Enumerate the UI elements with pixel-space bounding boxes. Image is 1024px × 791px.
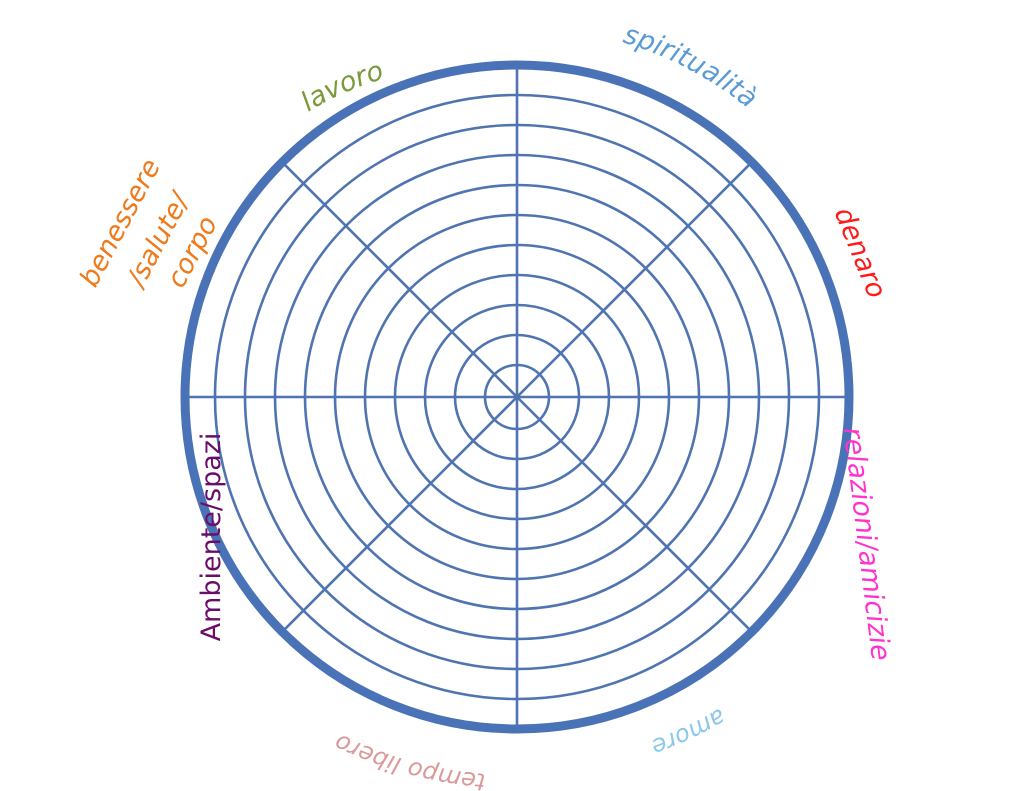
label-amore: amore <box>648 703 731 762</box>
label-lavoro-text: lavoro <box>296 55 387 118</box>
label-lavoro: lavoro <box>296 55 387 118</box>
outer-ring <box>180 60 854 734</box>
label-relazioni-amicizie: relazioni/amicizie <box>837 426 896 663</box>
label-amore-text: amore <box>648 703 731 762</box>
radial-spokes <box>185 65 849 729</box>
label-tempo-libero-text: tempo libero <box>330 728 487 791</box>
label-spiritualita: spiritualità <box>620 19 763 114</box>
spoke-8 <box>516 161 753 398</box>
label-benessere-salute-corpo: benessere /salute/ corpo <box>74 154 224 294</box>
label-denaro: denaro <box>828 203 892 303</box>
label-ambiente-spazi: Ambiente/spazi <box>196 433 227 642</box>
label-tempo-libero: tempo libero <box>330 728 487 791</box>
spoke-6 <box>281 161 518 398</box>
spoke-4 <box>281 396 518 633</box>
label-spiritualita-text: spiritualità <box>620 19 763 114</box>
spoke-2 <box>516 396 753 633</box>
